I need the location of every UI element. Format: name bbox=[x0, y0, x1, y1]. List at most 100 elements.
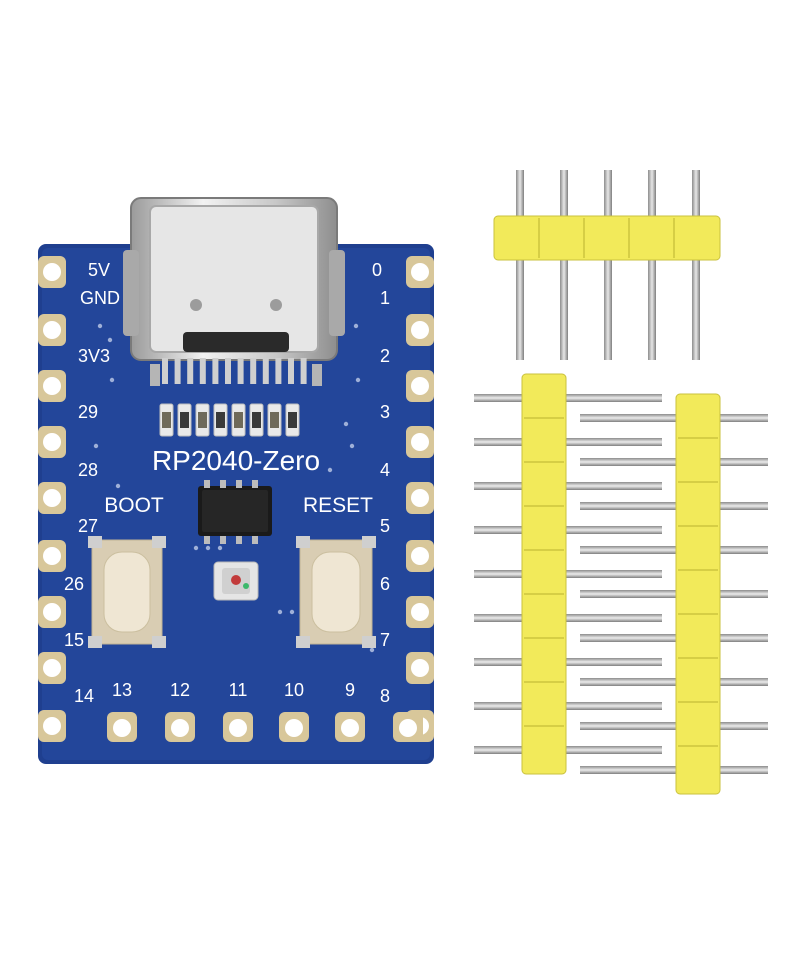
usb-pin bbox=[212, 358, 219, 384]
header-body bbox=[493, 215, 721, 261]
pad-hole bbox=[43, 717, 61, 735]
header-pin bbox=[474, 658, 662, 666]
pad-hole bbox=[411, 603, 429, 621]
right-pin-labels: 0 1 2 3 4 5 6 7 8 bbox=[372, 260, 390, 706]
pin-label: 15 bbox=[64, 630, 84, 650]
header-pin bbox=[474, 614, 662, 622]
pad-hole bbox=[411, 659, 429, 677]
header-pin bbox=[474, 394, 662, 402]
boot-label: BOOT bbox=[104, 494, 164, 517]
usb-pin bbox=[250, 358, 257, 384]
usb-pin bbox=[288, 358, 294, 384]
usb-pin bbox=[150, 364, 160, 386]
smd-body bbox=[162, 412, 171, 428]
pad-hole bbox=[43, 321, 61, 339]
pad-hole bbox=[43, 489, 61, 507]
smd-body bbox=[270, 412, 279, 428]
header-pin bbox=[580, 414, 768, 422]
pad-hole bbox=[113, 719, 131, 737]
header-pin bbox=[648, 170, 656, 360]
pin-label: GND bbox=[80, 288, 120, 308]
pad-hole bbox=[43, 263, 61, 281]
smd-body bbox=[198, 412, 207, 428]
via bbox=[369, 647, 375, 653]
pin-label: 26 bbox=[64, 574, 84, 594]
via bbox=[343, 421, 349, 427]
via bbox=[93, 443, 99, 449]
castellated-pads bbox=[38, 256, 434, 742]
pad-hole bbox=[43, 547, 61, 565]
left-pin-labels: 5V GND 3V3 29 28 27 26 15 14 bbox=[64, 260, 120, 706]
pad-hole bbox=[43, 603, 61, 621]
header-pin bbox=[474, 526, 662, 534]
pin-label: 8 bbox=[380, 686, 390, 706]
header-pin bbox=[604, 170, 612, 360]
pin-header-9-right bbox=[580, 393, 768, 795]
header-pin bbox=[560, 170, 568, 360]
via bbox=[109, 377, 115, 383]
header-pin bbox=[516, 170, 524, 360]
pin-label: 13 bbox=[112, 680, 132, 700]
pad-hole bbox=[341, 719, 359, 737]
pin-header-5 bbox=[493, 170, 721, 360]
pad-hole bbox=[43, 377, 61, 395]
pad-hole bbox=[411, 321, 429, 339]
smd-body bbox=[216, 412, 225, 428]
via bbox=[349, 443, 355, 449]
via bbox=[353, 323, 359, 329]
pad-hole bbox=[411, 547, 429, 565]
pad-hole bbox=[43, 659, 61, 677]
pin-label: 10 bbox=[284, 680, 304, 700]
pad-hole bbox=[411, 489, 429, 507]
via bbox=[205, 545, 211, 551]
usb-pin bbox=[312, 364, 322, 386]
usb-pin bbox=[162, 358, 168, 384]
pin-label: 29 bbox=[78, 402, 98, 422]
header-pin bbox=[692, 170, 700, 360]
usb-pin bbox=[225, 358, 231, 384]
pin-label: 5 bbox=[380, 516, 390, 536]
header-body bbox=[521, 373, 567, 775]
usb-pin bbox=[300, 358, 307, 384]
header-pin bbox=[474, 438, 662, 446]
pad-hole bbox=[43, 433, 61, 451]
via bbox=[289, 609, 295, 615]
pin-label: 27 bbox=[78, 516, 98, 536]
usb-pin bbox=[275, 358, 282, 384]
smd-body bbox=[288, 412, 297, 428]
pad-hole bbox=[171, 719, 189, 737]
header-pin bbox=[580, 722, 768, 730]
pin-label: 11 bbox=[229, 680, 248, 700]
board-name: RP2040-Zero bbox=[152, 445, 320, 476]
header-pin bbox=[580, 634, 768, 642]
usb-pin bbox=[187, 358, 194, 384]
smd-body bbox=[234, 412, 243, 428]
usb-c-connector bbox=[123, 197, 345, 361]
usb-pin bbox=[237, 358, 244, 384]
pin-label: 4 bbox=[380, 460, 390, 480]
header-pin bbox=[474, 746, 662, 754]
header-pin bbox=[474, 702, 662, 710]
pad-hole bbox=[399, 719, 417, 737]
pin-label: 14 bbox=[74, 686, 94, 706]
via bbox=[107, 337, 113, 343]
boot-button bbox=[88, 536, 166, 648]
header-pin bbox=[580, 678, 768, 686]
pad-hole bbox=[411, 433, 429, 451]
pin-label: 7 bbox=[380, 630, 390, 650]
header-pin bbox=[580, 502, 768, 510]
header-pin bbox=[474, 482, 662, 490]
flash-chip bbox=[198, 480, 272, 544]
reset-label: RESET bbox=[303, 494, 373, 517]
pin-label: 0 bbox=[372, 260, 382, 280]
pin-label: 1 bbox=[380, 288, 390, 308]
via bbox=[355, 377, 361, 383]
header-pin bbox=[474, 570, 662, 578]
header-pin bbox=[580, 546, 768, 554]
pin-label: 3V3 bbox=[78, 346, 110, 366]
via bbox=[217, 545, 223, 551]
pad-hole bbox=[229, 719, 247, 737]
pin-label: 12 bbox=[170, 680, 190, 700]
reset-button bbox=[296, 536, 376, 648]
